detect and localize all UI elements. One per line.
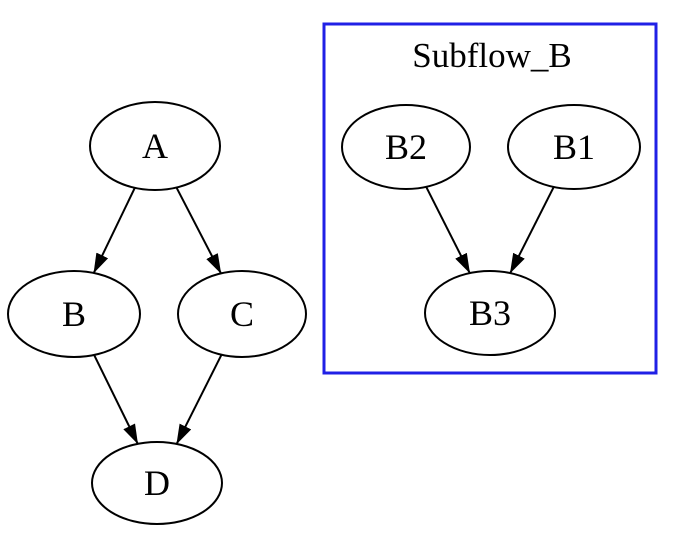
node-B3: B3 [424, 270, 556, 356]
node-A: A [89, 101, 221, 191]
edge-C-D [175, 354, 223, 445]
node-B3-label: B3 [469, 293, 511, 333]
node-B: B [7, 270, 141, 358]
edge-A-B [92, 187, 136, 274]
cluster-border [322, 22, 658, 375]
node-C-shape [177, 270, 307, 358]
cluster-subflow-b: Subflow_B [322, 22, 658, 375]
node-B-shape [7, 270, 141, 358]
edge-A-C [175, 187, 222, 274]
node-B2: B2 [341, 104, 471, 190]
edges-layer [92, 186, 555, 445]
node-D-shape [91, 441, 223, 525]
edge-B2-B3 [425, 186, 471, 274]
node-C: C [177, 270, 307, 358]
node-B2-shape [341, 104, 471, 190]
node-C-label: C [230, 294, 254, 334]
node-B-label: B [62, 294, 86, 334]
node-A-label: A [142, 126, 168, 166]
node-A-shape [89, 101, 221, 191]
edge-B1-B3 [509, 186, 555, 274]
node-B1-label: B1 [553, 127, 595, 167]
cluster-title: Subflow_B [412, 36, 571, 75]
node-D-label: D [144, 463, 170, 503]
node-B2-label: B2 [385, 127, 427, 167]
edge-B-D [93, 354, 139, 445]
node-B3-shape [424, 270, 556, 356]
node-B1: B1 [507, 104, 641, 190]
node-D: D [91, 441, 223, 525]
node-B1-shape [507, 104, 641, 190]
